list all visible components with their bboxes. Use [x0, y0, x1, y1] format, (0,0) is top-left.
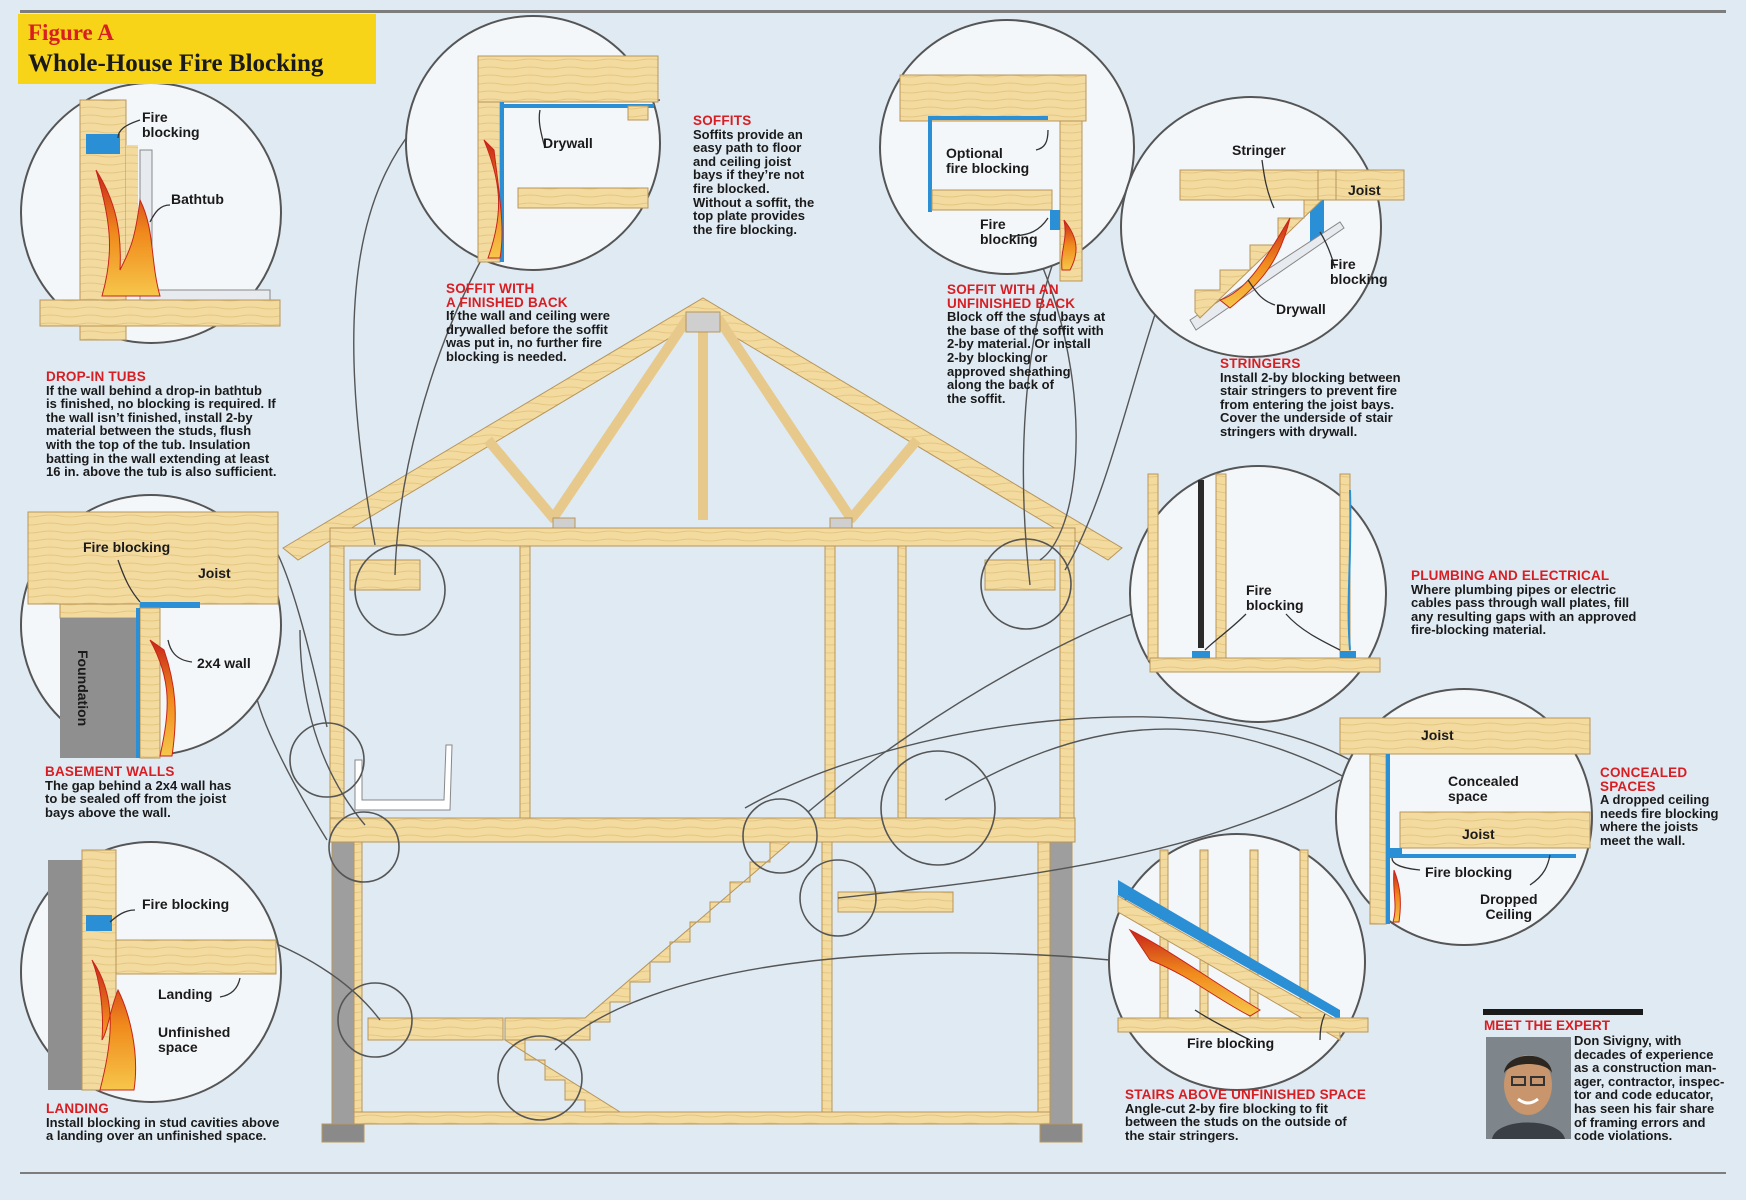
- detail-circle-concealed: [1335, 688, 1593, 946]
- detail-circle-soffit-unfinished: [879, 19, 1135, 282]
- detail-circle-drop-in-tub: [20, 82, 282, 344]
- label-joist-concealed: Joist: [1462, 826, 1495, 842]
- house-frame: [282, 297, 1123, 1143]
- detail-circle-soffit-finished: [405, 15, 661, 271]
- expert-photo: [1486, 1037, 1571, 1139]
- detail-circle-basement: [20, 494, 282, 759]
- caption-plumbing-electrical: PLUMBING AND ELECTRICAL Where plumbing p…: [1411, 568, 1637, 638]
- caption-soffit-finished: SOFFIT WITH A FINISHED BACK If the wall …: [446, 281, 610, 364]
- label-joist-basement: Joist: [198, 565, 231, 581]
- label-landing: Landing: [158, 986, 213, 1002]
- label-drywall-stringer: Drywall: [1276, 301, 1326, 317]
- label-fire-blocking-stairs: Fire blocking: [1187, 1035, 1275, 1051]
- figure-label: Figure A: [28, 20, 114, 45]
- caption-basement-walls: BASEMENT WALLS The gap behind a 2x4 wall…: [45, 764, 232, 820]
- label-fire-blocking-basement: Fire blocking: [83, 539, 171, 555]
- label-arrows: [109, 109, 1551, 1041]
- detail-circle-landing: [20, 841, 282, 1103]
- caption-drop-in-tubs: DROP-IN TUBS If the wall behind a drop-i…: [46, 369, 277, 480]
- label-bathtub: Bathtub: [171, 191, 224, 207]
- label-stringer: Stringer: [1232, 142, 1286, 158]
- detail-circle-stringers: [1120, 96, 1405, 358]
- title-box: Figure A Whole-House Fire Blocking: [18, 14, 376, 84]
- detail-circle-stairs-unfinished: [1108, 833, 1369, 1091]
- label-joist-stringer: Joist: [1348, 182, 1381, 198]
- detail-circle-plumbing: [1129, 465, 1387, 723]
- label-drywall-soffit: Drywall: [543, 135, 593, 151]
- expert-bar: [1483, 1009, 1643, 1015]
- label-joist-concealed-top: Joist: [1421, 727, 1454, 743]
- page-title: Whole-House Fire Blocking: [28, 50, 324, 77]
- expert-heading: MEET THE EXPERT: [1484, 1018, 1611, 1033]
- caption-landing: LANDING Install blocking in stud cavitie…: [46, 1101, 280, 1144]
- leader-lines: [239, 99, 1351, 1051]
- label-foundation: Foundation: [75, 650, 91, 727]
- label-2x4-wall: 2x4 wall: [197, 655, 251, 671]
- bottom-rule: [20, 1172, 1726, 1174]
- caption-stairs-above-unfinished: STAIRS ABOVE UNFINISHED SPACE Angle-cut …: [1125, 1087, 1367, 1143]
- expert-portrait-icon: [1486, 1037, 1571, 1139]
- label-fire-blocking-concealed: Fire blocking: [1425, 864, 1513, 880]
- top-rule: [20, 10, 1726, 13]
- locator-circles: [289, 538, 1072, 1121]
- label-fire-blocking-landing: Fire blocking: [142, 896, 230, 912]
- caption-soffit-unfinished: SOFFIT WITH AN UNFINISHED BACK Block off…: [947, 282, 1106, 406]
